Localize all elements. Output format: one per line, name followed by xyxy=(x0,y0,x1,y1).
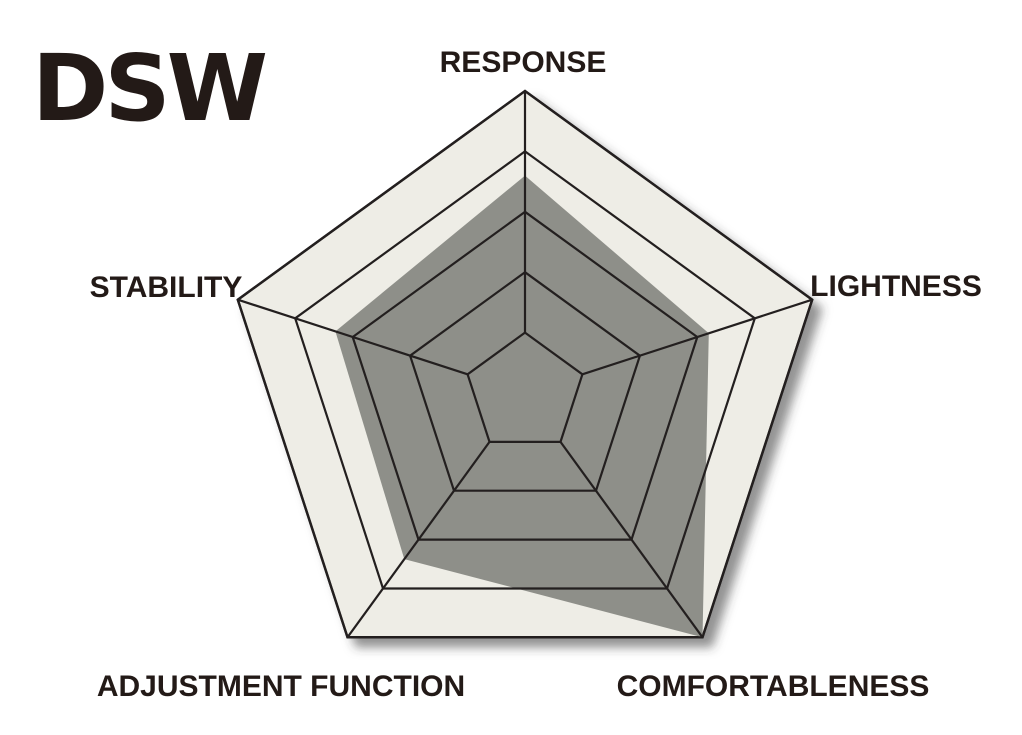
axis-label-lightness: LIGHTNESS xyxy=(810,270,982,303)
radar-series-area-0 xyxy=(335,175,709,638)
radar-grid-ring-3 xyxy=(351,210,699,541)
radar-spoke-4 xyxy=(237,298,468,376)
radar-spoke-2 xyxy=(559,441,704,638)
radar-series xyxy=(335,175,709,638)
radar-grid-ring-5 xyxy=(236,89,814,639)
axis-label-response: RESPONSE xyxy=(440,46,607,79)
radar-grid-ring-1 xyxy=(466,331,584,443)
radar-spoke-1 xyxy=(582,298,813,376)
axis-label-stability: STABILITY xyxy=(90,271,243,304)
axis-labels: RESPONSE LIGHTNESS COMFORTABLENESS ADJUSTME… xyxy=(90,46,982,703)
radar-grid-ring-4 xyxy=(293,150,757,590)
axis-label-adjustment-function: ADJUSTMENT FUNCTION xyxy=(97,670,465,703)
axis-label-comfortableness: COMFORTABLENESS xyxy=(617,670,930,703)
brand-logo: DSW xyxy=(32,35,266,142)
radar-grid-ring-2 xyxy=(408,270,642,492)
radar-rings xyxy=(236,89,814,639)
radar-spoke-3 xyxy=(346,441,491,638)
